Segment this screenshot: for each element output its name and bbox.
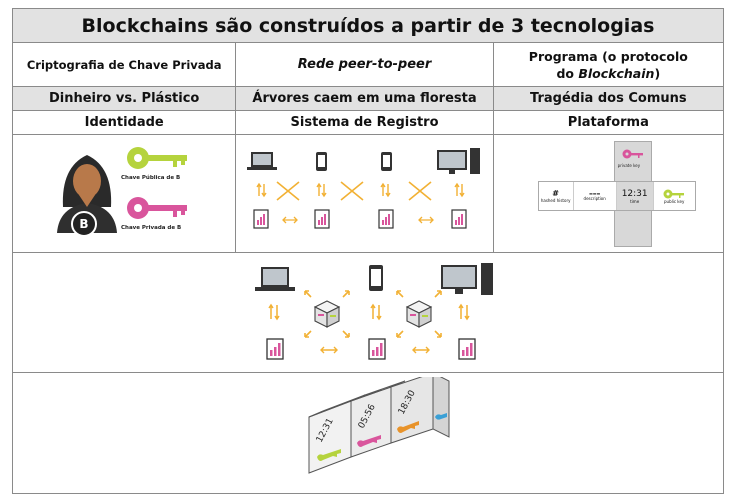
technologies-row: Criptografia de Chave Privada Rede peer-… — [13, 43, 723, 87]
analogy-money-plastic: Dinheiro vs. Plástico — [13, 87, 237, 110]
p2p-illustration — [236, 135, 494, 252]
role-record-system: Sistema de Registro — [236, 111, 494, 134]
platform-private-key-label: private key — [617, 163, 641, 168]
illustrations-row: B Chave Pública de B Chave Privada de B — [13, 135, 723, 253]
ledger-doc-icon-a — [266, 338, 284, 360]
hash-symbol: # — [552, 189, 559, 198]
tech-protocol: Programa (o protocolo do Blockchain) — [494, 43, 723, 86]
ledger-doc-icon-c — [458, 338, 476, 360]
analogy-trees-forest: Árvores caem em uma floresta — [236, 87, 494, 110]
cube-block-3: 18:30 — [390, 377, 450, 444]
platform-private-key-icon — [622, 149, 643, 159]
blockchain-cubes-diagram: 12:31 05:56 18:30 — [308, 377, 450, 474]
ledger-doc-icon-4 — [450, 208, 467, 229]
tech-cryptography: Criptografia de Chave Privada — [13, 43, 237, 86]
private-key-label: Chave Privada de B — [121, 225, 182, 231]
tech-p2p: Rede peer-to-peer — [236, 43, 494, 86]
description-label: description — [583, 196, 606, 201]
ledger-doc-icon-b — [368, 338, 386, 360]
diagram-title: Blockchains são construídos a partir de … — [13, 9, 723, 43]
green-key-icon — [127, 147, 187, 169]
platform-public-key-label: public key — [664, 198, 685, 204]
role-platform: Plataforma — [567, 115, 649, 130]
desktop-icon-large — [441, 263, 493, 295]
cube-block-2: 05:56 — [350, 380, 406, 458]
analogies-row: Dinheiro vs. Plástico Árvores caem em um… — [13, 87, 723, 111]
platform-record-strip: # hashed history ▬▬▬ description 12:31 t… — [537, 181, 696, 211]
ledger-doc-icon-3 — [377, 208, 394, 229]
network-blocks-row — [13, 253, 723, 373]
tech-protocol-line2-suffix: ) — [654, 65, 661, 81]
roles-row: Identidade Sistema de Registro Plataform… — [13, 111, 723, 135]
hashed-history-label: hashed history — [540, 198, 571, 203]
platform-illustration: private key # hashed history ▬▬▬ descrip… — [494, 135, 723, 252]
network-blocks-diagram — [255, 263, 493, 360]
pink-key-icon — [127, 197, 187, 219]
diagram-frame: Blockchains são construídos a partir de … — [12, 8, 724, 494]
phone-icon-1 — [315, 151, 327, 171]
role-identity: Identidade — [13, 111, 237, 134]
ledger-doc-icon-2 — [313, 208, 330, 229]
avatar-badge: B — [71, 211, 97, 237]
ledger-doc-icon-1 — [252, 208, 269, 229]
phone-icon-large — [369, 265, 383, 291]
laptop-icon-large — [255, 267, 295, 291]
analogy-tragedy-commons: Tragédia dos Comuns — [530, 91, 687, 106]
block-cube-icon-1 — [304, 290, 350, 338]
platform-time: 12:31 — [621, 188, 648, 199]
desktop-icon — [436, 147, 480, 174]
tech-protocol-line2-em: Blockchain — [578, 65, 655, 81]
tech-protocol-line2-prefix: do — [556, 65, 579, 81]
public-key-label: Chave Pública de B — [121, 175, 181, 181]
block-cube-icon-2 — [396, 290, 442, 338]
time-label: time — [630, 198, 640, 204]
laptop-icon — [246, 151, 277, 170]
p2p-network-diagram — [246, 147, 480, 229]
cube-block-1: 12:31 — [308, 394, 366, 474]
platform-public-key-icon — [663, 189, 685, 198]
blockchain-cubes-row: 12:31 05:56 18:30 — [13, 373, 723, 495]
tech-protocol-line1: Programa (o protocolo — [528, 48, 688, 64]
identity-illustration: B Chave Pública de B Chave Privada de B — [13, 135, 237, 252]
phone-icon-2 — [380, 151, 392, 171]
